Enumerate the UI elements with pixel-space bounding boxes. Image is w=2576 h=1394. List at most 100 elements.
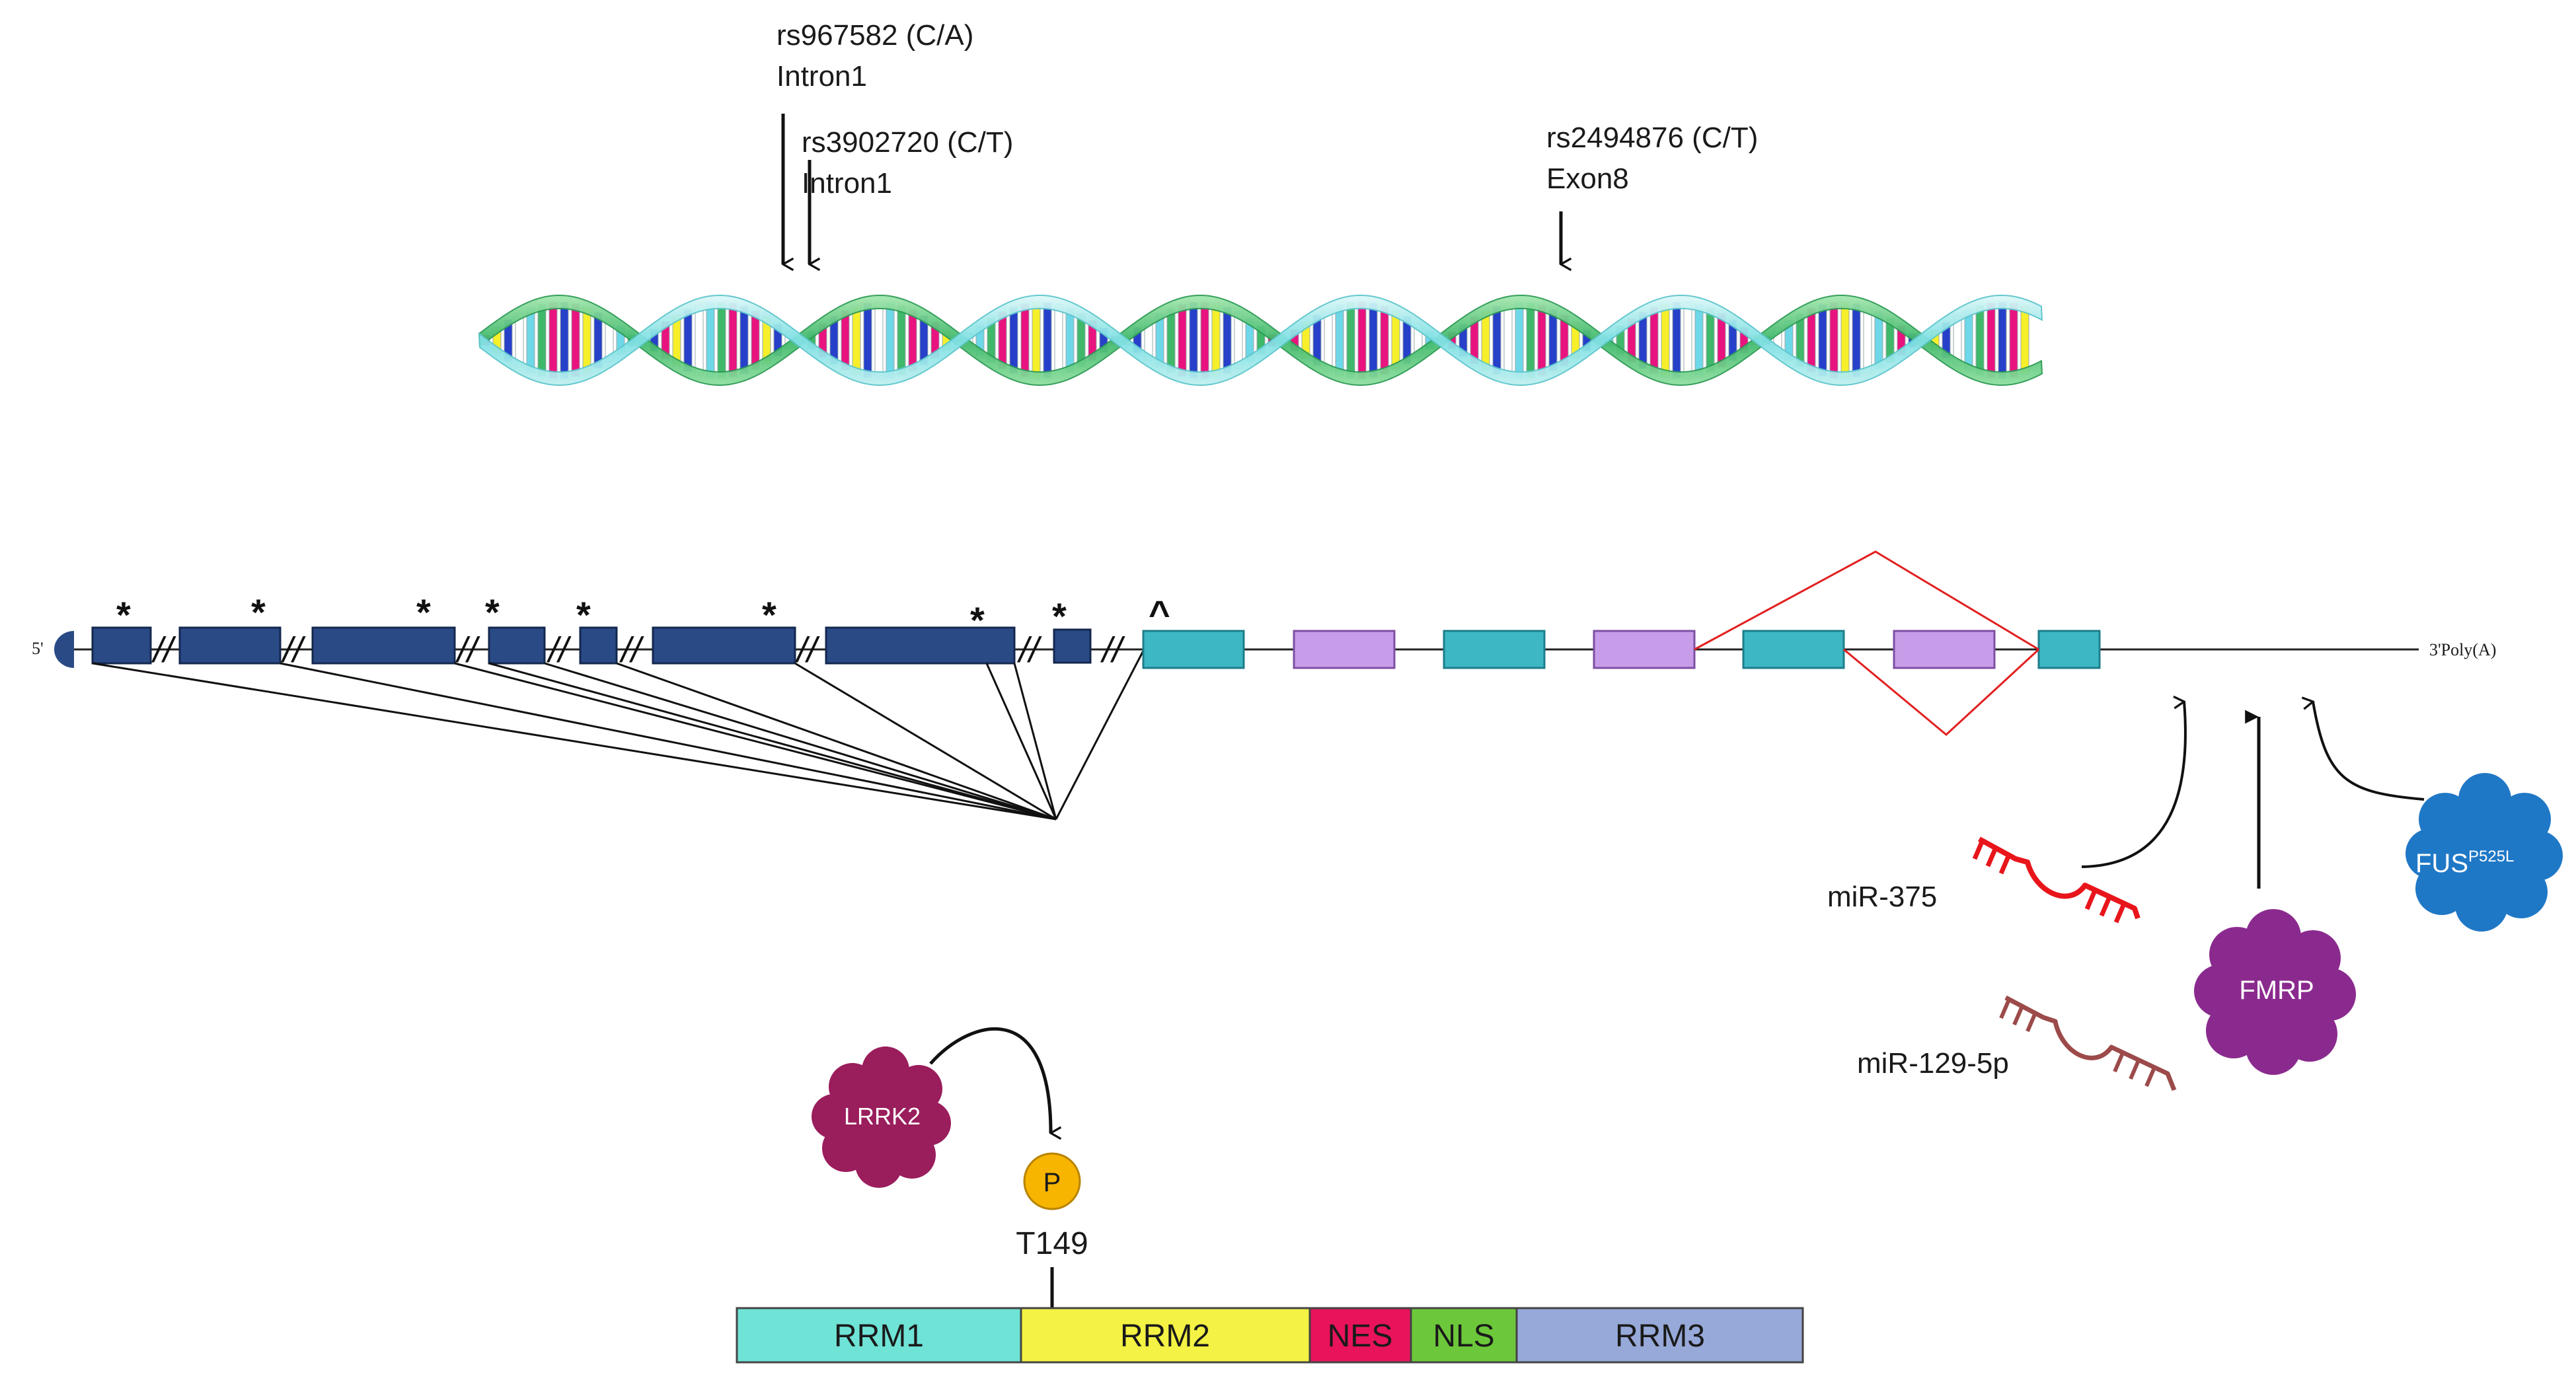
fus-arrow [2313,702,2425,801]
dna-double-helix [478,294,2043,386]
exon-1 [91,626,152,665]
dna-base-pair [874,301,884,379]
dna-base-pair [1503,303,1513,378]
mir375-hairpin: miR-375 [1827,836,2140,924]
dna-base-pair [1807,308,1816,373]
dna-base-pair [1346,302,1355,379]
dna-base-pair [1054,304,1063,377]
break-mark-5: // [619,630,644,670]
dna-base-pair [571,303,580,377]
mir375-arrow [2081,702,2187,868]
exon-6-star: * [762,594,777,636]
break-mark-4: // [546,630,572,670]
dna-base-pair [1178,304,1187,377]
break-mark-7: // [1016,630,1042,670]
domain-nes [1308,1307,1412,1364]
fmrp-protein: FMRP [2194,909,2356,1075]
dna-base-pair [1661,303,1670,377]
dna-base-pair [751,311,760,370]
lrrk2-label: LRRK2 [844,1103,921,1130]
domain-rrm1-label: RRM1 [834,1319,924,1354]
lrrk2-arrow [929,1027,1051,1133]
dna-base-pair [1166,307,1176,373]
snp-rs3902720: rs3902720 (C/T) Intron1 [802,126,1013,264]
dna-base-pair [526,307,535,373]
dna-base-pair [717,301,726,379]
dna-strand [478,294,2043,386]
alternative-first-exon-lines [92,650,1145,821]
fus-label-superscript: P525L [2468,848,2514,865]
break-mark-8: // [1100,630,1125,670]
coding-exon-last [2037,630,2101,669]
dna-base-pair [1694,304,1704,377]
snp-rs3902720-location: Intron1 [802,167,892,200]
dna-base-pair [852,305,861,375]
dna-base-pair [1975,305,1985,376]
exon-8 [1053,628,1092,664]
protein-domains: RRM1 RRM2 NES NLS RRM3 [736,1307,1804,1364]
dna-base-pair [1357,301,1367,379]
dna-base-pair [1020,303,1030,377]
exon-4 [488,626,546,665]
dna-base-pair [1032,301,1041,379]
dna-base-pair [1481,310,1490,371]
dna-base-pair [1189,302,1198,379]
dna-base-pair [537,303,547,377]
fus-p525l-protein: FUSP525L [2406,773,2563,932]
dna-base-pair [683,309,693,372]
exon-4-star: * [485,591,500,633]
break-mark-1: // [151,630,176,670]
exon-7 [825,626,1016,665]
break-mark-3: // [455,630,480,670]
domain-rrm2-label: RRM2 [1120,1319,1210,1354]
dna-base-pair [1223,307,1232,374]
mir129-label: miR-129-5p [1857,1047,2009,1080]
lrrk2-phosphorylation: LRRK2 P T149 [812,1027,1088,1308]
dna-base-pair [582,307,591,374]
domain-rrm3 [1515,1307,1804,1364]
exon-6 [652,626,796,665]
break-mark-6: // [794,630,820,670]
three-prime-label: 3'Poly(A) [2429,640,2496,659]
dna-base-pair [1211,303,1221,377]
dna-base-pair [695,305,704,376]
dna-base-pair [863,303,872,378]
dna-base-pair [1829,302,1838,379]
dna-base-pair [1840,301,1850,379]
phospho-group [1023,1152,1081,1210]
dna-base-pair [1324,309,1333,372]
dna-base-pair [706,302,715,379]
five-prime-cap [54,631,74,668]
coding-exon-teal-2 [1443,630,1546,669]
mir129-hairpin: miR-129-5p [1857,995,2177,1091]
fus-label: FUSP525L [2415,848,2514,878]
snp-rs2494876-id: rs2494876 (C/T) [1546,122,1758,154]
dna-base-pair [1683,302,1692,379]
domain-rrm3-label: RRM3 [1615,1319,1705,1354]
alternative-splicing-lines [1694,550,2040,736]
dna-base-pair [1369,303,1378,378]
dna-base-pair [1998,301,2007,379]
dna-base-pair [2009,303,2018,378]
exon-2 [178,626,282,665]
fus-label-base: FUS [2415,849,2468,878]
dna-base-pair [897,305,906,376]
dna-base-pair [1706,307,1715,373]
coding-exon-violet-3 [1893,630,1996,669]
dna-base-pair [1818,304,1827,377]
domain-nls [1410,1307,1518,1364]
snp-rs2494876: rs2494876 (C/T) Exon8 [1546,122,1758,264]
coding-exon-violet-2 [1593,630,1696,669]
dna-base-pair [1649,307,1659,374]
exon-3-star: * [416,591,431,633]
dna-base-pair [1537,305,1546,376]
exon-3 [311,626,456,665]
dna-base-pair [1065,308,1075,373]
dna-base-pair [1335,305,1344,376]
lrrk2-protein [812,1046,951,1188]
mir375-label: miR-375 [1827,881,1937,913]
dna-base-pair [1043,302,1052,379]
dna-base-pair [1515,301,1524,379]
dna-base-pair [1672,301,1681,379]
dna-base-pair [886,302,895,379]
